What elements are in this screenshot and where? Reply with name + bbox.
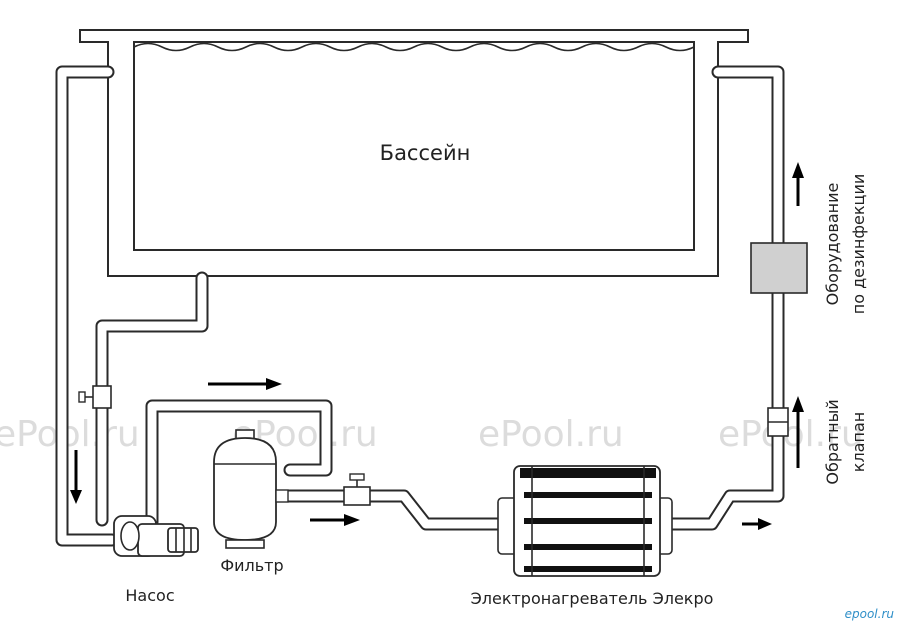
disinfection-box <box>750 242 808 294</box>
watermark-1: ePool.ru <box>0 414 140 455</box>
pool: Бассейн <box>79 29 749 277</box>
disinfection-label-1: Оборудование <box>823 183 842 306</box>
valves <box>78 385 789 506</box>
corner-logo: epool.ru <box>845 607 895 621</box>
arrow-up-icon <box>792 162 804 206</box>
check-valve-icon <box>767 407 789 437</box>
flow-arrows <box>70 162 804 530</box>
filter-icon <box>213 429 289 549</box>
watermark-3: ePool.ru <box>478 414 624 455</box>
check-valve-label-2: клапан <box>849 412 868 472</box>
arrow-up-icon <box>792 396 804 468</box>
watermarks: ePool.ru ePool.ru ePool.ru ePool.ru <box>0 414 864 455</box>
heater-label: Электронагреватель Элекро <box>471 589 714 608</box>
water-wave <box>133 42 695 52</box>
pump-icon <box>113 515 199 557</box>
arrow-down-icon <box>70 450 82 504</box>
filter-valve-icon <box>343 473 371 506</box>
pool-label: Бассейн <box>380 141 471 165</box>
arrow-right-icon <box>310 514 360 526</box>
pump-label: Насос <box>125 586 174 605</box>
arrow-right-icon <box>742 518 772 530</box>
check-valve-label-1: Обратный <box>823 399 842 484</box>
disinfection-label-2: по дезинфекции <box>849 174 868 314</box>
left-valve-icon <box>78 385 112 409</box>
filter-label: Фильтр <box>220 556 283 575</box>
watermark-4: ePool.ru <box>718 414 864 455</box>
arrow-right-icon <box>208 378 282 390</box>
heater-icon <box>497 465 673 577</box>
